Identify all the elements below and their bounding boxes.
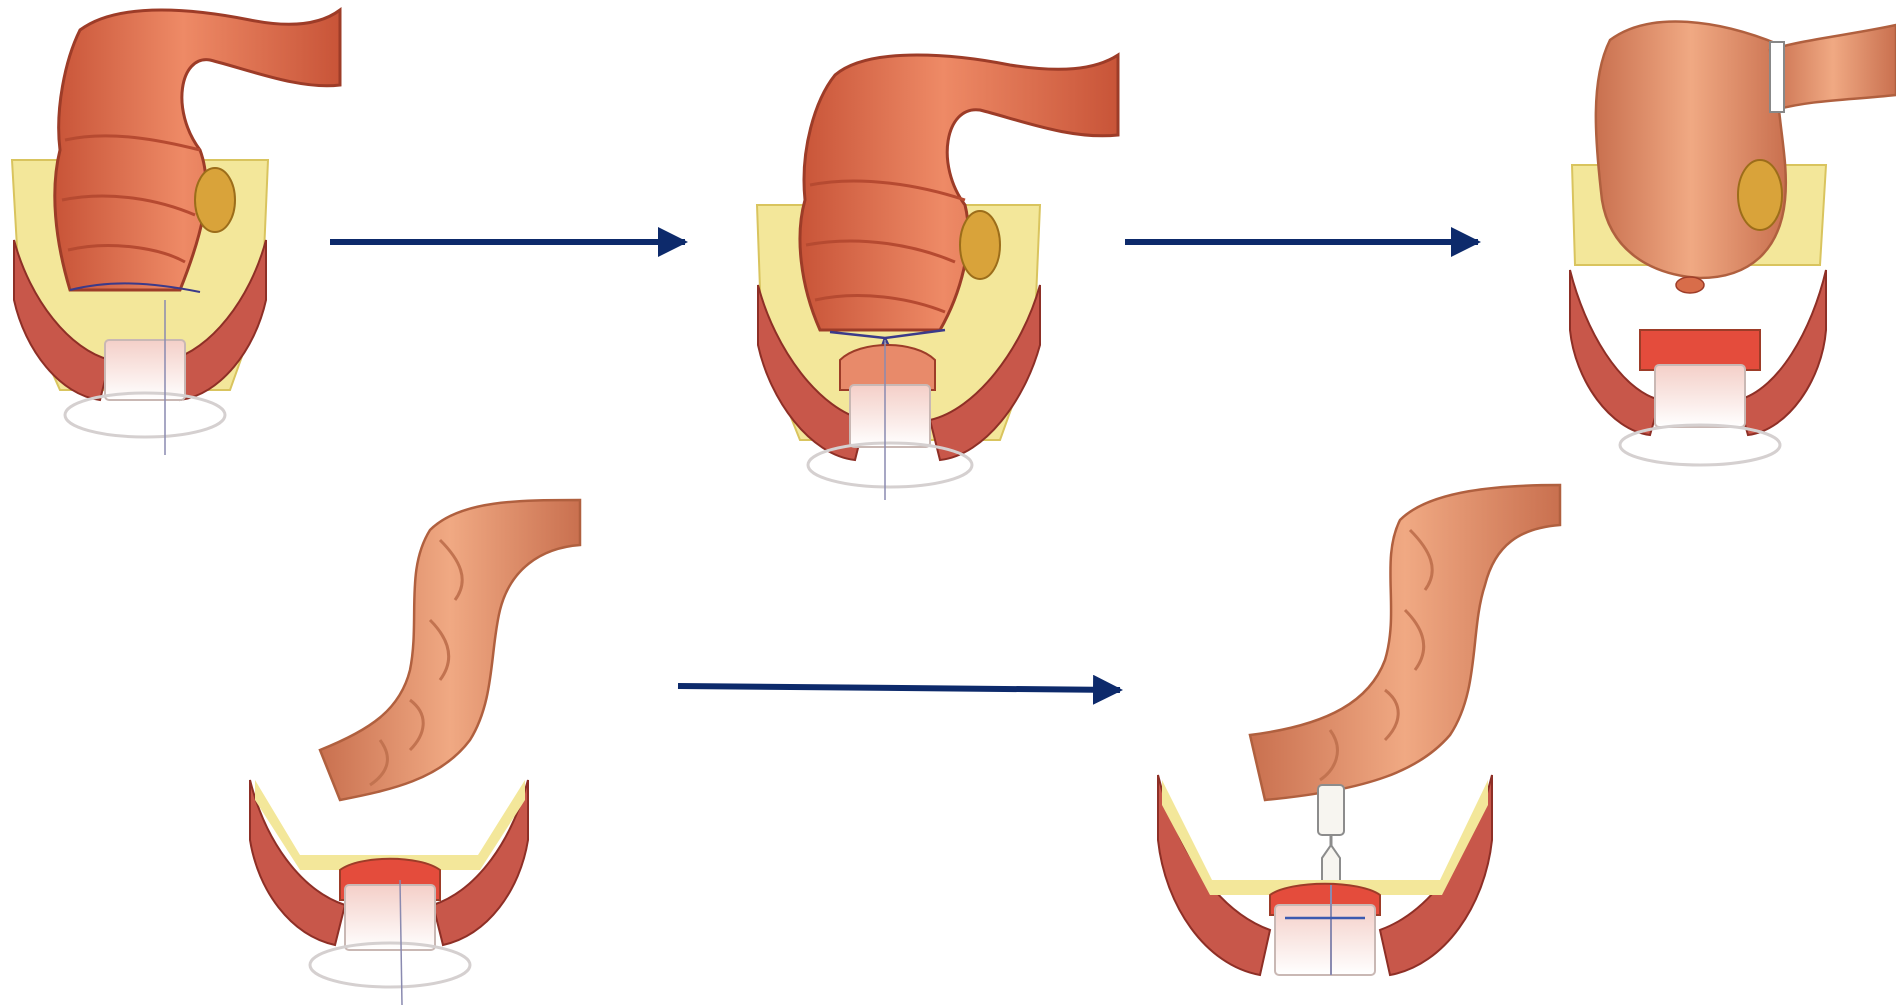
colon [800,55,1118,330]
specimen [1596,21,1786,278]
panel-5 [1158,485,1560,975]
pelvic-fat-strip [255,780,525,870]
right-levator-muscle [1380,775,1492,975]
panel-3 [1570,21,1896,465]
panel-4 [250,500,580,1005]
transection-clamp [1770,42,1784,112]
pulled-through-colon [1250,485,1560,800]
anal-retractor [1275,905,1375,975]
rectal-stump [840,345,935,390]
closed-stump-knot [1676,277,1704,293]
anal-retractor [345,885,435,950]
panel-1 [12,10,340,455]
tumor [195,168,235,232]
anal-retractor [105,340,185,400]
arrow-3 [678,686,1120,690]
stapler-anvil [1318,785,1344,835]
tumor [960,211,1000,279]
stapler-spike [1322,845,1340,885]
left-levator-muscle [1158,775,1270,975]
retractor-ring [808,443,972,487]
tumor [1738,160,1782,230]
panel-2 [757,55,1118,500]
anal-retractor [1655,365,1745,427]
pulled-through-colon [320,500,580,800]
anal-retractor [850,385,930,447]
proximal-colon [1770,25,1896,110]
retractor-ring [1620,425,1780,465]
